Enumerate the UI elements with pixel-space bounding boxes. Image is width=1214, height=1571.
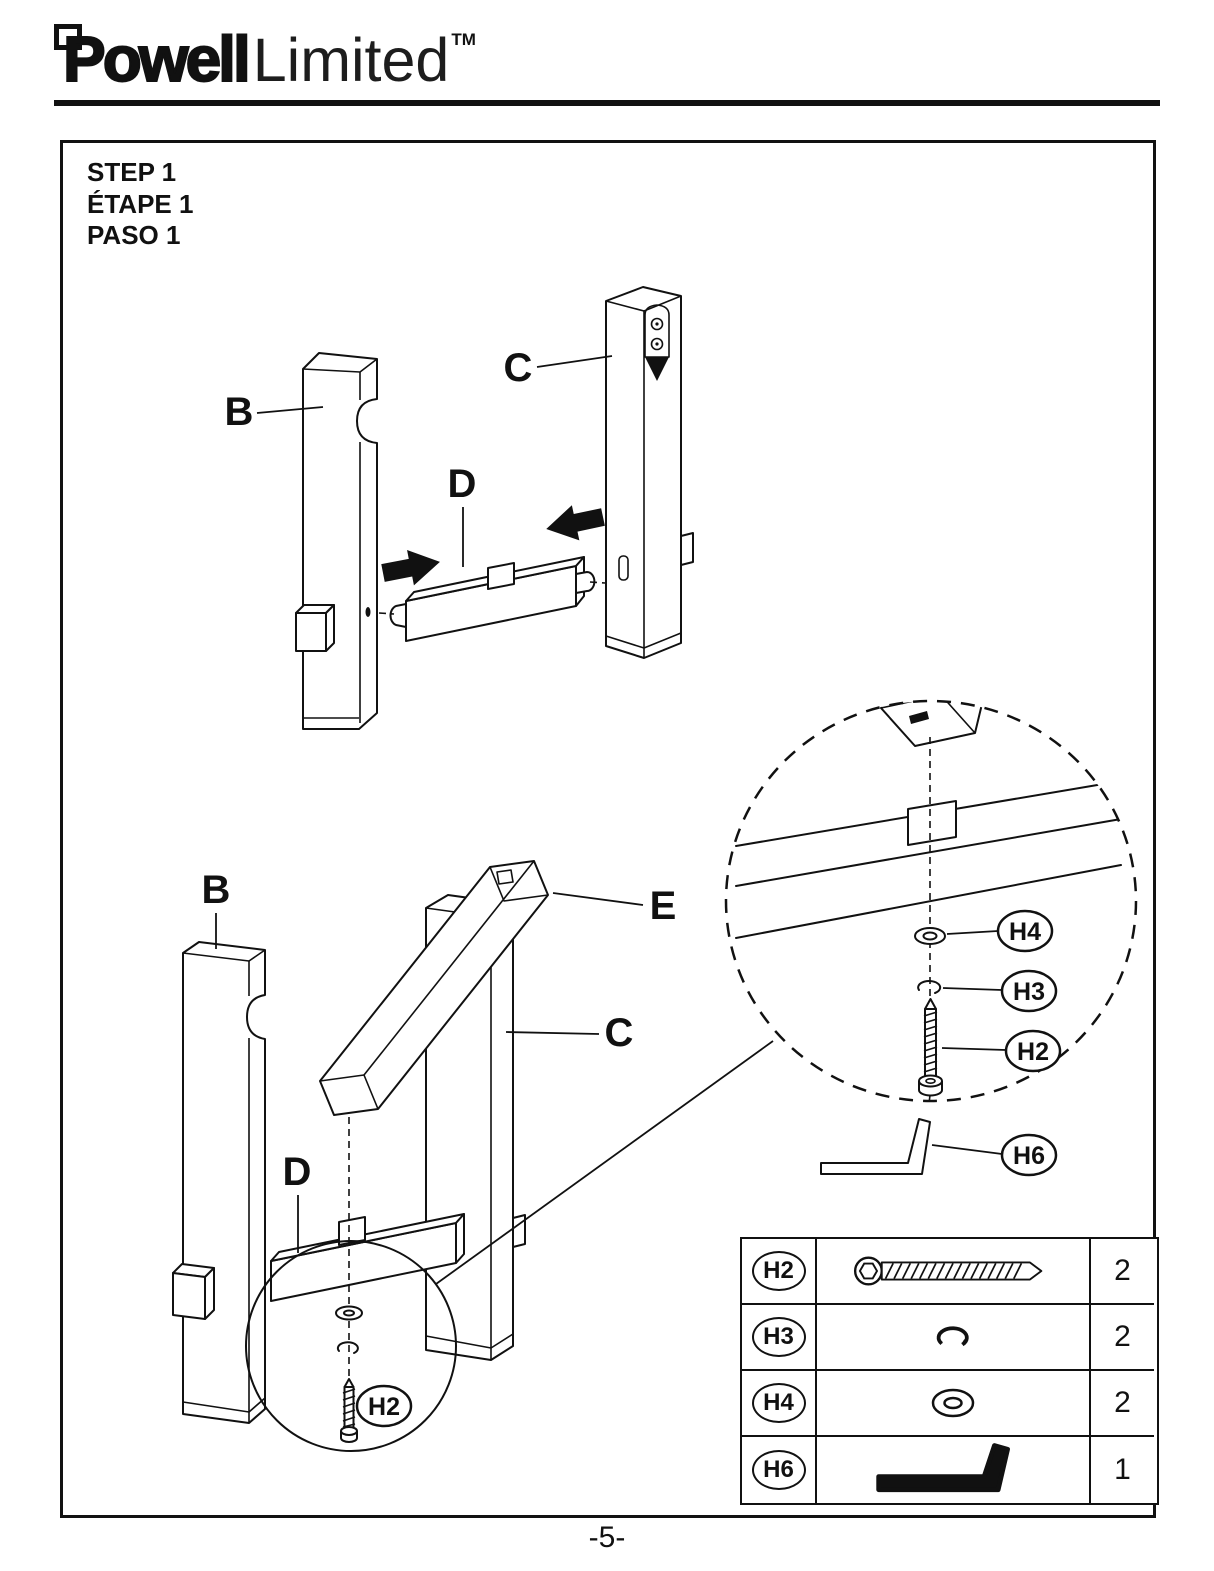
zoom-brace-e-end — [880, 701, 1002, 747]
lock-washer-drawing — [336, 1341, 359, 1354]
stretcher-d-top — [378, 556, 606, 642]
trademark-symbol: TM — [451, 30, 476, 49]
allen-key-drawing — [820, 1118, 931, 1175]
detail-circle — [245, 1240, 457, 1452]
stretcher-d-bottom — [270, 1213, 465, 1302]
zoom-mortise — [907, 800, 957, 846]
zoom-screw — [918, 998, 943, 1097]
callout-h2-bottom: H2 — [355, 1384, 413, 1428]
zoom-connector-line — [435, 1040, 774, 1285]
hw-qty-h6: 1 — [1114, 1453, 1131, 1486]
step-line-fr: ÉTAPE 1 — [87, 188, 194, 219]
callout-h2: H2 — [1004, 1029, 1062, 1073]
brace-e-mortise — [496, 869, 514, 885]
callout-h2-bottom-label: H2 — [368, 1393, 400, 1421]
hw-label-cell-h2: H2 — [742, 1239, 817, 1305]
hw-icon-cell-h4 — [817, 1371, 1091, 1437]
hw-icon-cell-h6 — [817, 1437, 1091, 1503]
hw-label-cell-h4: H4 — [742, 1371, 817, 1437]
callout-h2-label: H2 — [1017, 1038, 1049, 1066]
callout-h3: H3 — [1000, 969, 1058, 1013]
hw-qty-h3: 2 — [1114, 1320, 1131, 1353]
hw-callout-h2: H2 — [751, 1251, 806, 1291]
hw-id-h3: H3 — [763, 1323, 794, 1350]
callout-h4-label: H4 — [1009, 918, 1041, 946]
part-label-c-bottom: C — [605, 1011, 634, 1055]
leg-b-tenon-block-bottom — [172, 1263, 215, 1320]
hw-callout-h3: H3 — [751, 1317, 806, 1357]
hw-callout-h4: H4 — [751, 1383, 806, 1423]
leg-b-tenon-block — [295, 604, 335, 652]
callout-h6-label: H6 — [1013, 1142, 1045, 1170]
hw-qty-cell-h3: 2 — [1091, 1305, 1154, 1371]
hw-qty-cell-h2: 2 — [1091, 1239, 1154, 1305]
hw-id-h4: H4 — [763, 1389, 794, 1416]
socket-head-screw-icon — [853, 1256, 1043, 1286]
bottom-diagram: H2 B E C D — [172, 860, 677, 1452]
hw-id-h2: H2 — [763, 1257, 794, 1284]
washer-stack-bottom — [335, 1305, 363, 1354]
brand-name-light: Limited — [252, 26, 450, 94]
zoom-circle — [724, 699, 1138, 1103]
leg-b-top — [295, 352, 378, 730]
hw-label-cell-h6: H6 — [742, 1437, 817, 1503]
flat-washer-icon — [931, 1388, 975, 1418]
hw-qty-cell-h6: 1 — [1091, 1437, 1154, 1503]
leg-c-top — [605, 286, 694, 659]
zoom-detail: H4 H3 H2 H6 — [724, 699, 1138, 1177]
brace-e — [319, 860, 549, 1116]
hw-id-h6: H6 — [763, 1456, 794, 1483]
allen-wrench-icon — [876, 1443, 1010, 1493]
leg-c-slot — [618, 555, 629, 581]
leg-c-side-tab-bottom — [512, 1214, 526, 1248]
hw-qty-cell-h4: 2 — [1091, 1371, 1154, 1437]
part-label-d-top: D — [448, 462, 477, 506]
top-diagram: B C D — [225, 286, 694, 730]
part-label-c-top: C — [504, 346, 533, 390]
hw-callout-h6: H6 — [751, 1450, 806, 1490]
screw-drawing-bottom — [340, 1378, 358, 1443]
part-label-b-top: B — [225, 390, 254, 434]
part-label-d-bottom: D — [283, 1150, 312, 1194]
zoom-lock-washer — [917, 980, 942, 994]
page-number: -5- — [588, 1521, 626, 1554]
brand-name-bold: Powell — [62, 22, 252, 96]
callout-h6: H6 — [1000, 1133, 1058, 1177]
part-label-e: E — [650, 884, 677, 928]
lock-washer-icon — [936, 1326, 969, 1347]
assembly-diagram: B C D — [172, 286, 1138, 1452]
step-heading: STEP 1 ÉTAPE 1 PASO 1 — [87, 157, 193, 252]
drill-direction-mark — [645, 357, 669, 381]
hw-label-cell-h3: H3 — [742, 1305, 817, 1371]
leg-c-side-tab — [680, 532, 694, 566]
insert-arrow-left — [379, 544, 444, 591]
step-line-es: PASO 1 — [87, 220, 181, 251]
hw-icon-cell-h3 — [817, 1305, 1091, 1371]
callout-h3-label: H3 — [1013, 978, 1045, 1006]
insert-arrow-right — [542, 499, 607, 547]
stretcher-notch — [487, 562, 515, 590]
callout-h4: H4 — [996, 909, 1054, 953]
hardware-table: H2 2 H3 — [740, 1237, 1159, 1505]
step-panel: STEP 1 ÉTAPE 1 PASO 1 — [60, 140, 1159, 1518]
logo-square-icon — [54, 24, 82, 50]
zoom-contents — [735, 701, 1122, 1101]
header-rule — [54, 100, 1160, 106]
hw-qty-h2: 2 — [1114, 1254, 1131, 1287]
step-line-en: STEP 1 — [87, 157, 177, 187]
hw-qty-h4: 2 — [1114, 1386, 1131, 1419]
dowel-pin-left — [389, 603, 407, 628]
hw-icon-cell-h2 — [817, 1239, 1091, 1305]
zoom-flat-washer — [914, 927, 946, 945]
leg-b-bottom — [172, 941, 266, 1424]
part-label-b-bottom: B — [202, 868, 231, 912]
